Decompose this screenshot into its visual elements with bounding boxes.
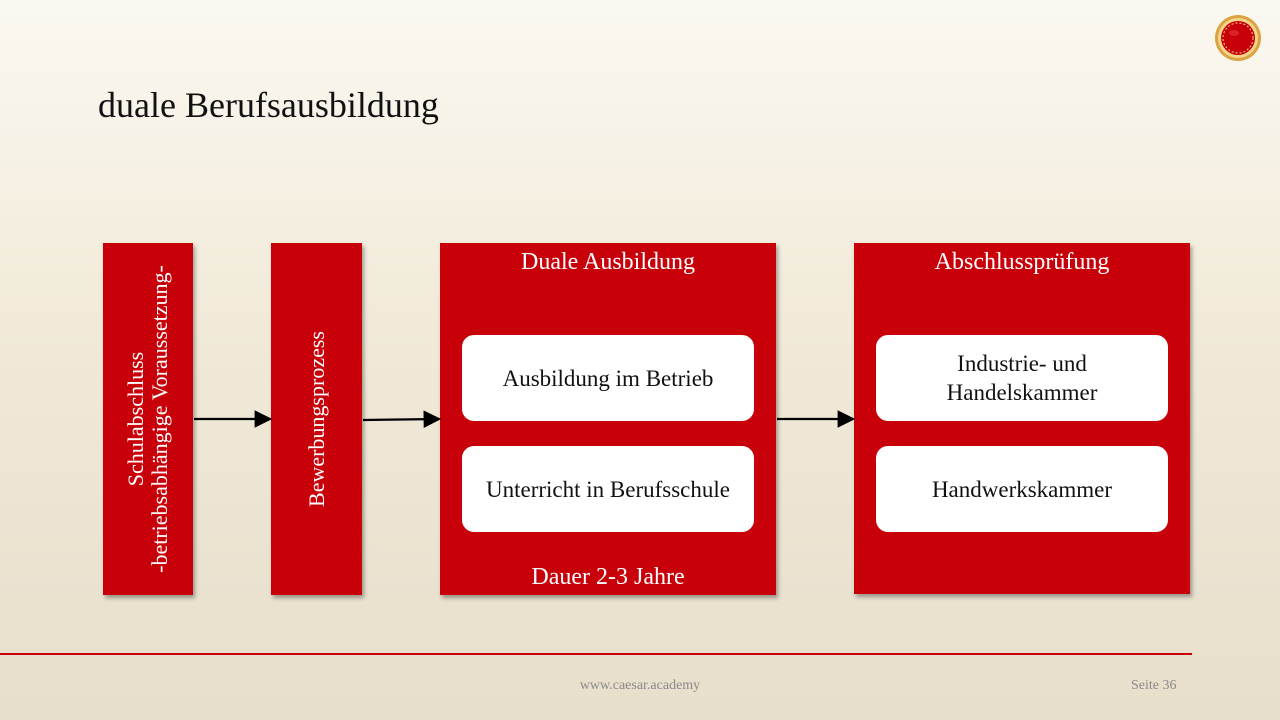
- page-number: Seite 36: [1131, 678, 1177, 693]
- berufsschule-label: Unterricht in Berufsschule: [486, 476, 730, 502]
- ihk-box: Industrie- und Handelskammer: [876, 335, 1168, 421]
- berufsschule-box: Unterricht in Berufsschule: [462, 446, 754, 532]
- handwerkskammer-label: Handwerkskammer: [931, 476, 1113, 502]
- arrow-bewerbung-to-ausbildung: [362, 410, 442, 429]
- bewerbungsprozess-label: Bewerbungsprozess: [303, 331, 329, 507]
- bewerbungsprozess-box: Bewerbungsprozess: [271, 243, 362, 595]
- ihk-label: Industrie- und Handelskammer: [946, 351, 1098, 405]
- ausbildung-betrieb-box: Ausbildung im Betrieb: [462, 335, 754, 421]
- footer-divider: [0, 653, 1192, 655]
- schulabschluss-box: Schulabschluss -betriebsabhängige Voraus…: [103, 243, 193, 595]
- dauer-label: Dauer 2-3 Jahre: [531, 564, 685, 590]
- duale-ausbildung-box: Duale Ausbildung Ausbildung im Betrieb U…: [440, 243, 776, 595]
- abschlusspruefung-header: Abschlussprüfung: [934, 249, 1110, 275]
- caesar-logo-icon: [1215, 15, 1261, 61]
- duale-ausbildung-header: Duale Ausbildung: [521, 249, 695, 275]
- slide-title: duale Berufsausbildung: [98, 85, 439, 125]
- bewerbungsprozess-text: Bewerbungsprozess: [303, 331, 329, 507]
- voraussetzung-label: -betriebsabhängige Voraussetzung-: [147, 265, 172, 573]
- schulabschluss-label: Schulabschluss: [123, 351, 148, 487]
- schulabschluss-text: Schulabschluss -betriebsabhängige Voraus…: [123, 265, 172, 573]
- footer-url: www.caesar.academy: [579, 678, 701, 693]
- abschlusspruefung-box: Abschlussprüfung Industrie- und Handelsk…: [854, 243, 1190, 594]
- handwerkskammer-box: Handwerkskammer: [876, 446, 1168, 532]
- ausbildung-betrieb-label: Ausbildung im Betrieb: [502, 365, 714, 391]
